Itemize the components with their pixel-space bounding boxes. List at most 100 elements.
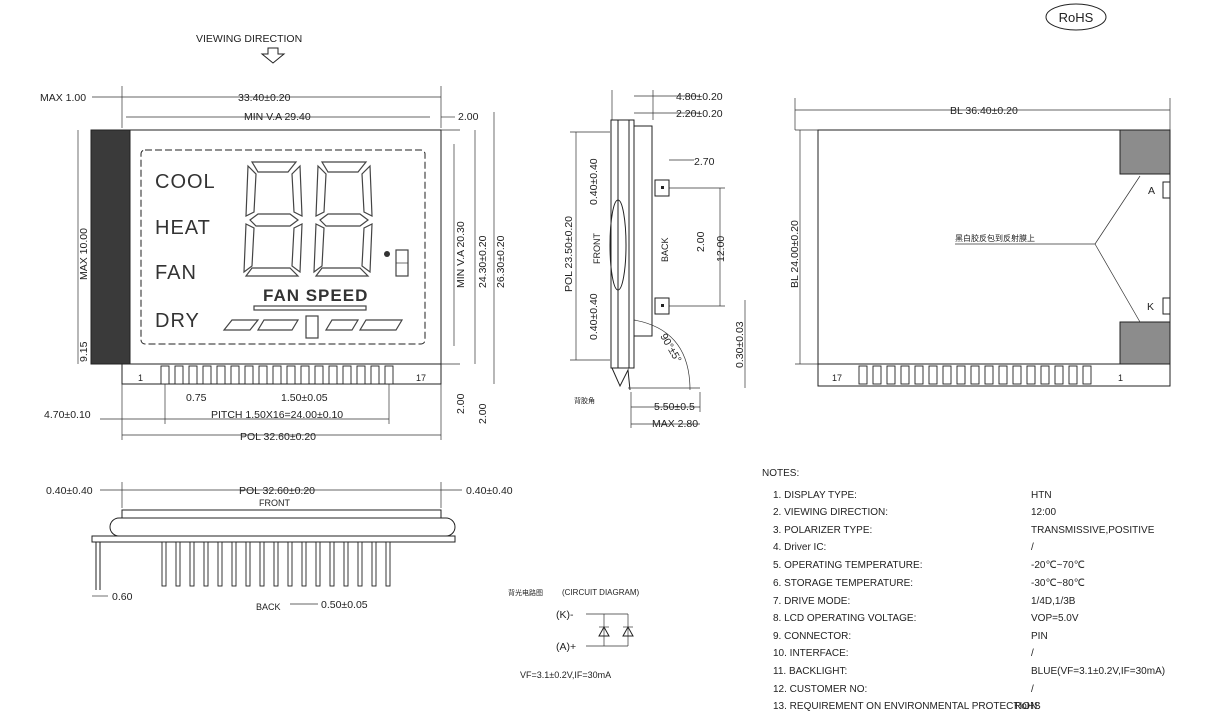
seven-segment-digit-1 (243, 161, 303, 277)
circuit-title: (CIRCUIT DIAGRAM) (562, 588, 640, 597)
note-value: / (1031, 542, 1034, 553)
led-1-icon (598, 625, 610, 637)
back-bl-width-dim: BL 36.40±0.20 (950, 105, 1018, 117)
note-label: 11. BACKLIGHT: (773, 666, 847, 677)
side-view: 4.80±0.20 2.20±0.20 POL 23.50±0.20 0.40±… (563, 90, 746, 430)
back-pins (858, 365, 1092, 385)
note-label: 5. OPERATING TEMPERATURE: (773, 560, 922, 571)
bottom-pin-width-dim: 0.50±0.05 (321, 599, 368, 611)
note-value: 12:00 (1031, 507, 1056, 518)
segment-heat: HEAT (155, 217, 211, 239)
side-pol-height-dim: POL 23.50±0.20 (563, 216, 575, 292)
segment-fan: FAN (155, 262, 197, 284)
note-value: / (1031, 648, 1034, 659)
side-pin-tab-dim: 2.70 (694, 156, 715, 168)
front-bottom-gap-b: 2.00 (477, 403, 489, 424)
front-max-left-dim: MAX 10.00 (78, 228, 90, 280)
note-value: 1/4D,1/3B (1031, 596, 1076, 607)
note-label: 12. CUSTOMER NO: (773, 684, 867, 695)
bottom-pins (161, 541, 391, 587)
bottom-front-label: FRONT (259, 498, 290, 508)
front-pins (160, 365, 394, 385)
fan-bar-3 (324, 319, 360, 331)
note-label: 8. LCD OPERATING VOLTAGE: (773, 613, 916, 624)
front-min-va-width-dim: MIN V.A 29.40 (244, 111, 311, 123)
bottom-lead-dim: 0.60 (112, 591, 133, 603)
note-value: / (1031, 684, 1034, 695)
front-max-top-dim: MAX 1.00 (40, 92, 86, 104)
back-pin-first: 17 (832, 373, 842, 383)
front-pin-pitch-dim: 1.50±0.05 (281, 392, 328, 404)
front-pin-last: 17 (416, 373, 426, 383)
side-foot-dim: 5.50±0.5 (654, 401, 695, 413)
led-2-icon (622, 625, 634, 637)
segment-cool: COOL (155, 171, 216, 193)
note-value: VOP=5.0V (1031, 613, 1079, 624)
segment-dry: DRY (155, 310, 200, 332)
back-cathode-pad (1162, 297, 1171, 315)
front-pin-first: 1 (138, 373, 143, 383)
front-backlight-edge (90, 129, 131, 365)
note-label: 7. DRIVE MODE: (773, 596, 850, 607)
side-backlight (610, 119, 619, 369)
front-right-gap-dim: 2.00 (458, 111, 479, 123)
side-lead-dim: 0.30±0.03 (734, 321, 746, 368)
side-bulge (609, 199, 627, 291)
back-corner-top (1119, 129, 1171, 175)
front-pin-strip (121, 363, 442, 385)
side-top-gap-dim: 0.40±0.40 (588, 158, 600, 205)
front-viewing-area (140, 149, 426, 345)
viewing-direction-label: VIEWING DIRECTION (196, 33, 302, 45)
back-pin-strip (817, 363, 1171, 387)
side-pin-holder (633, 125, 653, 337)
front-pin-width-dim: 0.75 (186, 392, 207, 404)
front-height-dim-b: 26.30±0.20 (495, 235, 507, 288)
front-pin-span-dim: PITCH 1.50X16=24.00±0.10 (211, 409, 343, 421)
fan-bar-1 (222, 319, 260, 331)
bottom-polarizer (121, 509, 442, 519)
note-value: TRANSMISSIVE,POSITIVE (1031, 525, 1155, 536)
bottom-glass (109, 517, 456, 537)
front-height-dim-a: 24.30±0.20 (477, 235, 489, 288)
note-label: 3. POLARIZER TYPE: (773, 525, 872, 536)
back-backlight-body (817, 129, 1171, 365)
note-value: -30℃~80℃ (1031, 578, 1085, 589)
back-corner-bottom (1119, 321, 1171, 365)
side-spacing-dim-a: 2.00 (695, 231, 707, 252)
note-label: 4. Driver IC: (773, 542, 826, 553)
circuit-title-cn: 背光电路图 (508, 588, 543, 597)
note-value: HTN (1031, 490, 1052, 501)
side-glue-label: 背胶角 (574, 396, 595, 405)
bottom-left-gap-dim: 0.40±0.40 (46, 485, 93, 497)
note-value: RoHS (1014, 701, 1041, 712)
side-back-label: BACK (660, 237, 670, 262)
front-min-va-height-dim: MIN V.A 20.30 (455, 221, 467, 288)
front-width-dim: 33.40±0.20 (238, 92, 291, 104)
circuit-a-label: (A)+ (556, 641, 576, 653)
note-label: 6. STORAGE TEMPERATURE: (773, 578, 913, 589)
side-spacing-dim-b: 12.00 (715, 236, 727, 262)
back-annotation: 黑白胶反包到反射膜上 (955, 233, 1035, 243)
circuit-diagram: 背光电路图 (CIRCUIT DIAGRAM) (K)- (A)+ VF=3.1… (508, 588, 640, 680)
fan-level-digit (305, 315, 319, 339)
note-value: BLUE(VF=3.1±0.2V,IF=30mA) (1031, 666, 1165, 677)
notes: NOTES: 1. DISPLAY TYPE: HTN 2. VIEWING D… (762, 468, 1165, 712)
bottom-view: 0.40±0.40 POL 32.60±0.20 FRONT 0.40±0.40… (46, 482, 513, 612)
back-pin-last: 1 (1118, 373, 1123, 383)
front-pol-width-dim: POL 32.60±0.20 (240, 431, 316, 443)
note-label: 9. CONNECTOR: (773, 631, 851, 642)
notes-heading: NOTES: (762, 468, 799, 479)
note-value: PIN (1031, 631, 1048, 642)
segment-fan-speed: FAN SPEED (263, 286, 368, 305)
back-anode-pad (1162, 181, 1171, 199)
fan-bar-4 (358, 319, 404, 331)
bottom-backlight (91, 535, 456, 543)
front-left-offset-dim: 4.70±0.10 (44, 409, 91, 421)
bottom-back-label: BACK (256, 602, 281, 612)
side-glass (617, 119, 630, 369)
note-value: -20℃~70℃ (1031, 560, 1085, 571)
note-label: 13. REQUIREMENT ON ENVIRONMENTAL PROTECT… (773, 701, 1040, 712)
viewing-direction-arrow (260, 47, 286, 64)
degree-dot (384, 251, 390, 257)
